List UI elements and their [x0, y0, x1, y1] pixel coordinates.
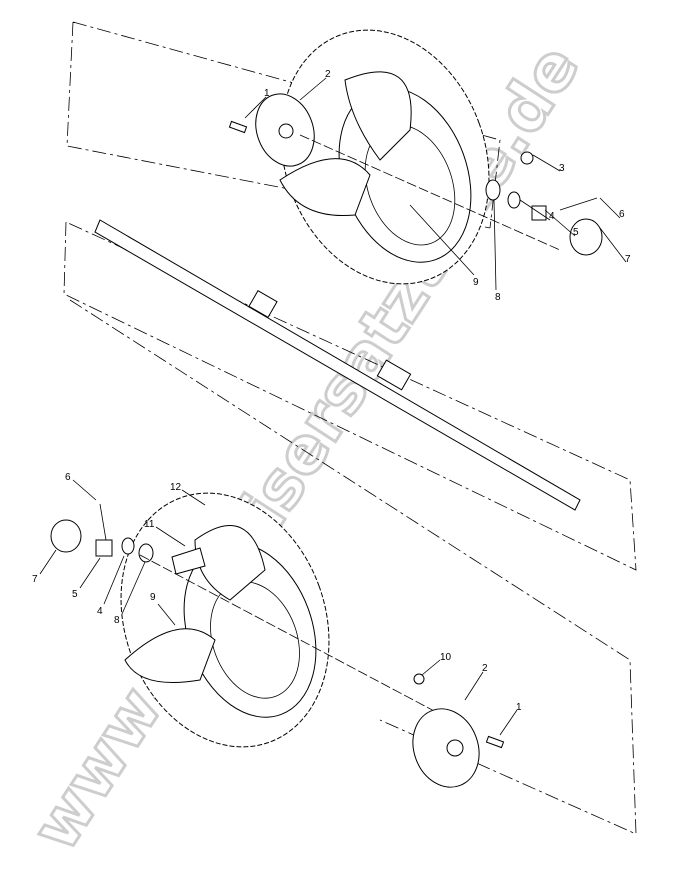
callout-9: 9 [150, 592, 156, 603]
top-hub [228, 93, 315, 167]
callout-5: 5 [72, 589, 78, 600]
callout-2: 2 [325, 69, 331, 80]
callout-1: 1 [516, 702, 522, 713]
bottom-hub [412, 708, 505, 788]
bottom-tire [120, 492, 330, 748]
top-small-parts [485, 151, 603, 256]
callout-5: 5 [573, 227, 579, 238]
callout-9: 9 [473, 277, 479, 288]
callout-6: 6 [619, 209, 625, 220]
callout-11: 11 [144, 519, 155, 530]
bottom-small-parts [50, 503, 425, 685]
leader-lines [39, 77, 627, 736]
axle-shaft [94, 219, 581, 511]
callout-2: 2 [482, 663, 488, 674]
callout-12: 12 [170, 482, 182, 493]
top-callouts: 1 2 3 4 5 6 7 8 9 [264, 69, 631, 303]
bottom-wheel-frame [69, 299, 637, 835]
callout-6: 6 [65, 472, 71, 483]
bottom-callouts: 6 12 11 7 5 4 8 9 10 2 1 [32, 472, 522, 713]
callout-7: 7 [32, 574, 38, 585]
callout-8: 8 [495, 292, 501, 303]
axle-frame [63, 221, 637, 571]
callout-8: 8 [114, 615, 120, 626]
callout-1: 1 [264, 88, 270, 99]
callout-4: 4 [97, 606, 103, 617]
callout-3: 3 [559, 163, 565, 174]
top-tire [279, 29, 490, 285]
callout-4: 4 [549, 211, 555, 222]
callout-7: 7 [625, 254, 631, 265]
callout-10: 10 [440, 652, 452, 663]
